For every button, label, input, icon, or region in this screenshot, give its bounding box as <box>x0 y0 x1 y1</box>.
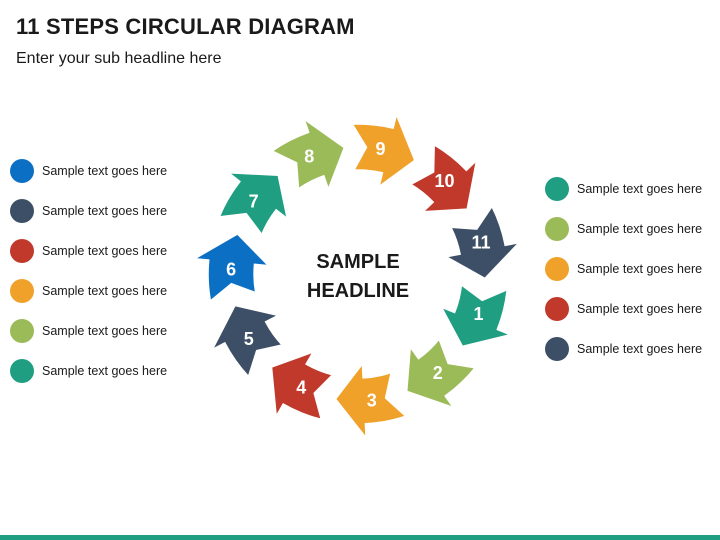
legend-item: Sample text goes here <box>10 318 167 344</box>
legend-dot <box>545 257 569 281</box>
legend-text: Sample text goes here <box>42 324 168 338</box>
step-arrow-9 <box>350 112 416 189</box>
step-number-9: 9 <box>375 139 385 159</box>
legend-dot <box>10 279 34 303</box>
legend-item: Sample text goes here <box>545 256 702 282</box>
legend-dot <box>10 199 34 223</box>
step-number-2: 2 <box>433 363 443 383</box>
step-number-11: 11 <box>471 233 490 253</box>
step-arrow-10 <box>409 143 478 213</box>
legend-text: Sample text goes here <box>42 284 168 298</box>
legend-text: Sample text goes here <box>42 164 168 178</box>
page-title: 11 STEPS CIRCULAR DIAGRAM <box>16 14 355 39</box>
step-arrow-4 <box>270 350 334 421</box>
legend-item: Sample text goes here <box>10 278 167 304</box>
step-labels: 1 2 3 4 5 6 7 8 9 10 11 <box>226 139 490 410</box>
page-subtitle: Enter your sub headline here <box>16 50 222 67</box>
step-arrow-6 <box>192 233 271 303</box>
legend-dot <box>545 337 569 361</box>
step-number-7: 7 <box>249 192 259 212</box>
step-number-3: 3 <box>367 390 377 410</box>
step-arrow-8 <box>270 117 346 192</box>
legend-text: Sample text goes here <box>577 302 703 316</box>
legend-text: Sample text goes here <box>42 204 168 218</box>
step-number-10: 10 <box>434 171 454 191</box>
step-number-5: 5 <box>244 329 254 349</box>
step-arrow-5 <box>210 304 284 378</box>
legend-dot <box>10 239 34 263</box>
legend-dot <box>545 177 569 201</box>
legend-text: Sample text goes here <box>577 222 703 236</box>
legend-item: Sample text goes here <box>10 198 167 224</box>
legend-left: Sample text goes here Sample text goes h… <box>10 158 167 398</box>
step-arrow-7 <box>218 171 289 236</box>
legend-dot <box>545 217 569 241</box>
legend-text: Sample text goes here <box>577 342 703 356</box>
legend-item: Sample text goes here <box>10 158 167 184</box>
legend-item: Sample text goes here <box>10 358 167 384</box>
step-number-1: 1 <box>473 304 483 324</box>
legend-dot <box>10 319 34 343</box>
legend-right: Sample text goes here Sample text goes h… <box>545 176 702 376</box>
center-headline-line2: HEADLINE <box>307 280 409 302</box>
legend-item: Sample text goes here <box>545 336 702 362</box>
legend-item: Sample text goes here <box>545 176 702 202</box>
arrow-ring <box>192 112 522 441</box>
footer-bar <box>0 535 720 540</box>
center-headline-line1: SAMPLE <box>316 251 399 273</box>
legend-item: Sample text goes here <box>545 296 702 322</box>
step-number-4: 4 <box>296 378 306 398</box>
step-arrow-3 <box>334 361 408 441</box>
step-arrow-2 <box>405 337 477 409</box>
legend-dot <box>10 159 34 183</box>
legend-text: Sample text goes here <box>577 262 703 276</box>
legend-dot <box>545 297 569 321</box>
legend-text: Sample text goes here <box>42 244 168 258</box>
step-arrow-11 <box>444 205 522 280</box>
legend-item: Sample text goes here <box>10 238 167 264</box>
legend-dot <box>10 359 34 383</box>
step-number-6: 6 <box>226 260 236 280</box>
step-number-8: 8 <box>304 147 314 167</box>
step-arrow-1 <box>439 283 513 348</box>
legend-text: Sample text goes here <box>42 364 168 378</box>
legend-item: Sample text goes here <box>545 216 702 242</box>
legend-text: Sample text goes here <box>577 182 703 196</box>
